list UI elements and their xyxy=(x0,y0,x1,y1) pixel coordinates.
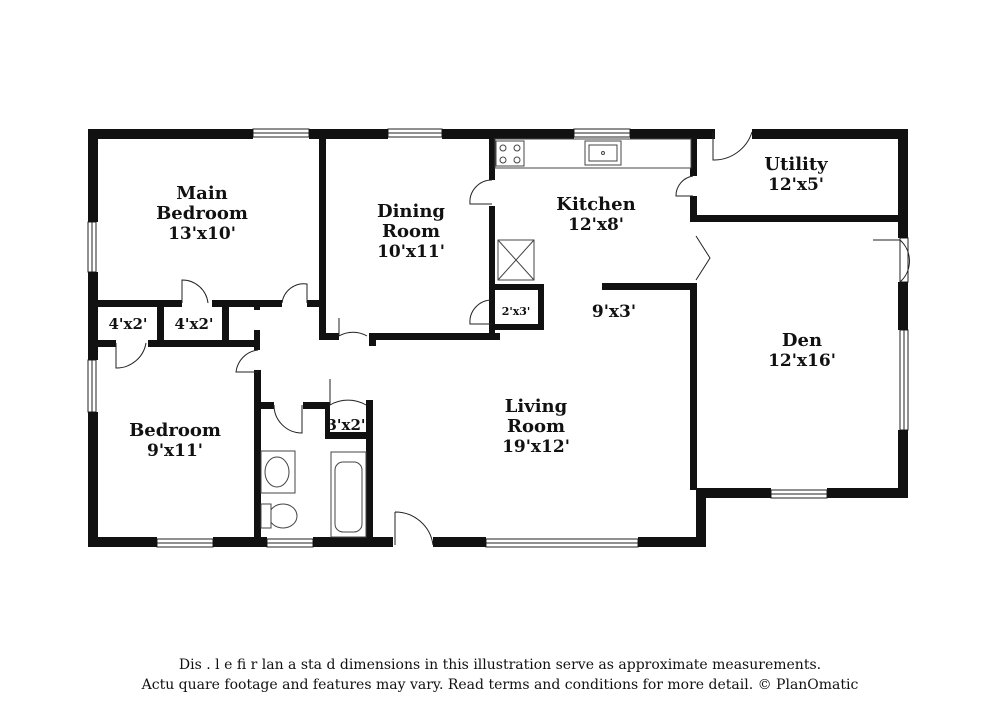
fixtures xyxy=(260,138,692,538)
door-swing xyxy=(281,283,308,304)
living-room-dims: 19'x12' xyxy=(502,437,570,457)
bath-sink xyxy=(264,456,290,488)
dining-room-label: Room xyxy=(382,221,440,242)
door-swing xyxy=(235,349,259,373)
main-bedroom-label: Bedroom xyxy=(156,203,248,224)
closet-left-dims: 4'x2' xyxy=(108,315,147,333)
burner-icon xyxy=(513,144,521,152)
kitchen-dims: 12'x8' xyxy=(568,215,624,235)
door-swing xyxy=(181,279,209,304)
door-swing xyxy=(329,379,367,406)
den-label: Den xyxy=(782,330,822,351)
den-dims: 12'x16' xyxy=(768,351,836,371)
door-swing xyxy=(394,511,434,546)
door-swing xyxy=(469,299,493,325)
utility-dims: 12'x5' xyxy=(768,175,824,195)
burner-icon xyxy=(513,156,521,164)
closet-right-dims: 4'x2' xyxy=(174,315,213,333)
main-bedroom-dims: 13'x10' xyxy=(168,224,236,244)
bedroom-dims: 9'x11' xyxy=(147,441,203,461)
disclaimer-line-1: Dis . l e fi r lan a sta d dimensions in… xyxy=(178,657,822,673)
burner-icon xyxy=(499,144,507,152)
toilet xyxy=(268,503,298,529)
dining-room-label: Dining xyxy=(377,201,445,222)
doors xyxy=(115,131,910,546)
hallway-dims: 9'x3' xyxy=(592,302,636,322)
bedroom-label: Bedroom xyxy=(129,420,221,441)
living-room-label: Room xyxy=(507,416,565,437)
interior-walls xyxy=(96,137,900,547)
utility-label: Utility xyxy=(764,154,828,175)
door-swing xyxy=(338,318,368,337)
door-swing xyxy=(115,342,147,369)
door-swing xyxy=(273,404,303,434)
exterior-walls xyxy=(88,129,908,547)
burner-icon xyxy=(499,156,507,164)
dining-room-dims: 10'x11' xyxy=(377,242,445,262)
bifold-door xyxy=(695,235,711,281)
kitchen-label: Kitchen xyxy=(556,194,635,215)
living-room-label: Living xyxy=(505,396,568,417)
pantry-dims: 2'x3' xyxy=(502,305,531,318)
main-bedroom-label: Main xyxy=(176,183,228,204)
range xyxy=(495,140,525,167)
room-labels: Main Bedroom 13'x10' Dining Room 10'x11'… xyxy=(108,154,835,461)
door-swing xyxy=(712,131,753,161)
hall-closet-dims: 3'x2' xyxy=(326,416,365,434)
door-swing xyxy=(873,239,910,283)
door-swing xyxy=(675,175,694,197)
disclaimer-line-2: Actu quare footage and features may vary… xyxy=(141,677,859,693)
door-swing xyxy=(469,179,493,205)
